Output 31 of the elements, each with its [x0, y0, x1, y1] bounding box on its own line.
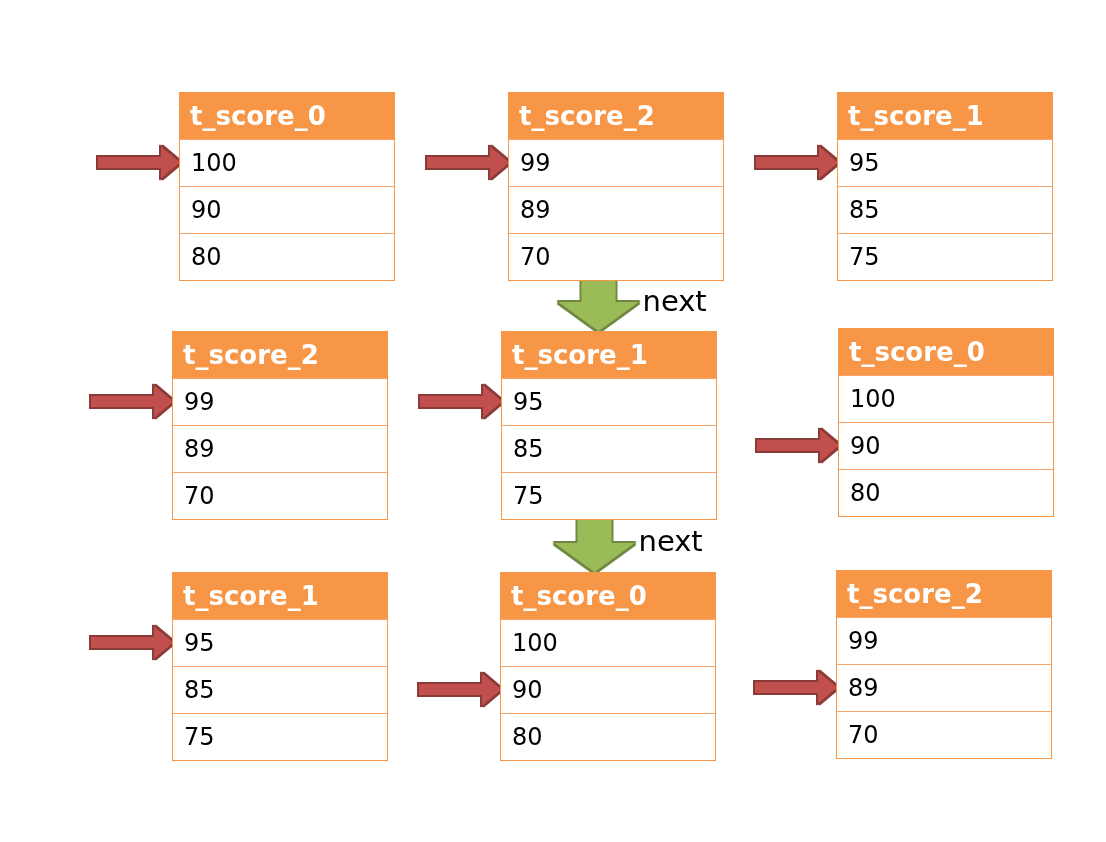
table-header: t_score_2	[509, 93, 723, 139]
arrow	[755, 671, 837, 704]
table-header: t_score_2	[173, 332, 387, 378]
arrow	[427, 146, 509, 179]
table-header: t_score_0	[501, 573, 715, 619]
arrow	[554, 520, 635, 572]
arrow	[98, 146, 180, 179]
arrow	[558, 281, 639, 331]
edge-label: next	[638, 525, 703, 557]
arrow	[91, 385, 173, 418]
table-header: t_score_0	[180, 93, 394, 139]
table-header: t_score_1	[173, 573, 387, 619]
arrow	[419, 673, 501, 706]
table	[501, 331, 717, 520]
table	[179, 92, 395, 281]
table-header: t_score_2	[837, 571, 1051, 617]
table	[508, 92, 724, 281]
table-header: t_score_0	[839, 329, 1053, 375]
table-header: t_score_1	[502, 332, 716, 378]
arrow	[756, 146, 838, 179]
arrow	[91, 626, 173, 659]
table	[172, 331, 388, 520]
arrow	[420, 385, 502, 418]
edge-label: next	[642, 285, 707, 317]
table	[837, 92, 1053, 281]
table	[172, 572, 388, 761]
table	[838, 328, 1054, 517]
table	[836, 570, 1052, 759]
arrow	[757, 429, 839, 462]
table-header: t_score_1	[838, 93, 1052, 139]
table	[500, 572, 716, 761]
